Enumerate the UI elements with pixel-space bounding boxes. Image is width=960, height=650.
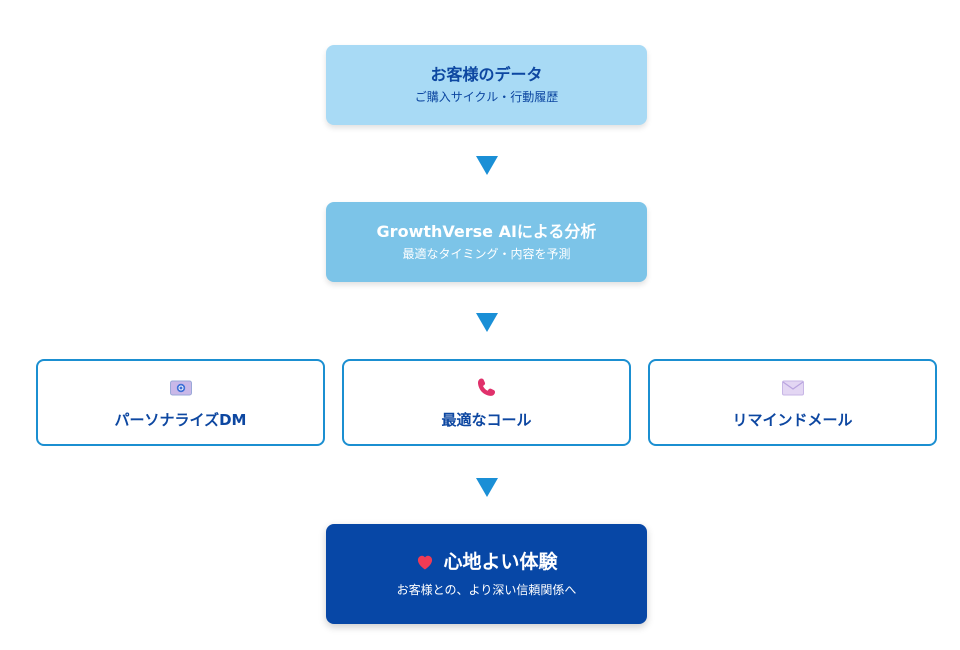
action-call-label: 最適なコール bbox=[441, 410, 532, 429]
action-remind-mail: リマインドメール bbox=[648, 359, 937, 446]
down-arrow-icon bbox=[476, 478, 498, 497]
ai-analysis-box: GrowthVerse AIによる分析 最適なタイミング・内容を予測 bbox=[326, 202, 647, 282]
result-subtitle: お客様との、より深い信頼関係へ bbox=[396, 583, 577, 597]
customer-data-box: お客様のデータ ご購入サイクル・行動履歴 bbox=[326, 45, 647, 125]
action-mail-label: リマインドメール bbox=[732, 410, 853, 429]
action-optimal-call: 最適なコール bbox=[342, 359, 631, 446]
customer-data-title: お客様のデータ bbox=[430, 65, 543, 84]
pleasant-experience-box: 心地よい体験 お客様との、より深い信頼関係へ bbox=[326, 524, 647, 624]
down-arrow-icon bbox=[476, 313, 498, 332]
action-personalized-dm: パーソナライズDM bbox=[36, 359, 325, 446]
result-title: 心地よい体験 bbox=[443, 551, 558, 573]
heart-icon bbox=[415, 552, 435, 572]
mail-envelope-icon bbox=[781, 376, 805, 400]
customer-data-subtitle: ご購入サイクル・行動履歴 bbox=[414, 90, 559, 104]
dm-envelope-icon bbox=[169, 376, 193, 400]
down-arrow-icon bbox=[476, 156, 498, 175]
phone-icon bbox=[475, 376, 499, 400]
result-title-row: 心地よい体験 bbox=[415, 550, 558, 574]
action-dm-label: パーソナライズDM bbox=[114, 410, 247, 429]
ai-analysis-subtitle: 最適なタイミング・内容を予測 bbox=[402, 247, 571, 261]
ai-analysis-title: GrowthVerse AIによる分析 bbox=[376, 222, 597, 241]
